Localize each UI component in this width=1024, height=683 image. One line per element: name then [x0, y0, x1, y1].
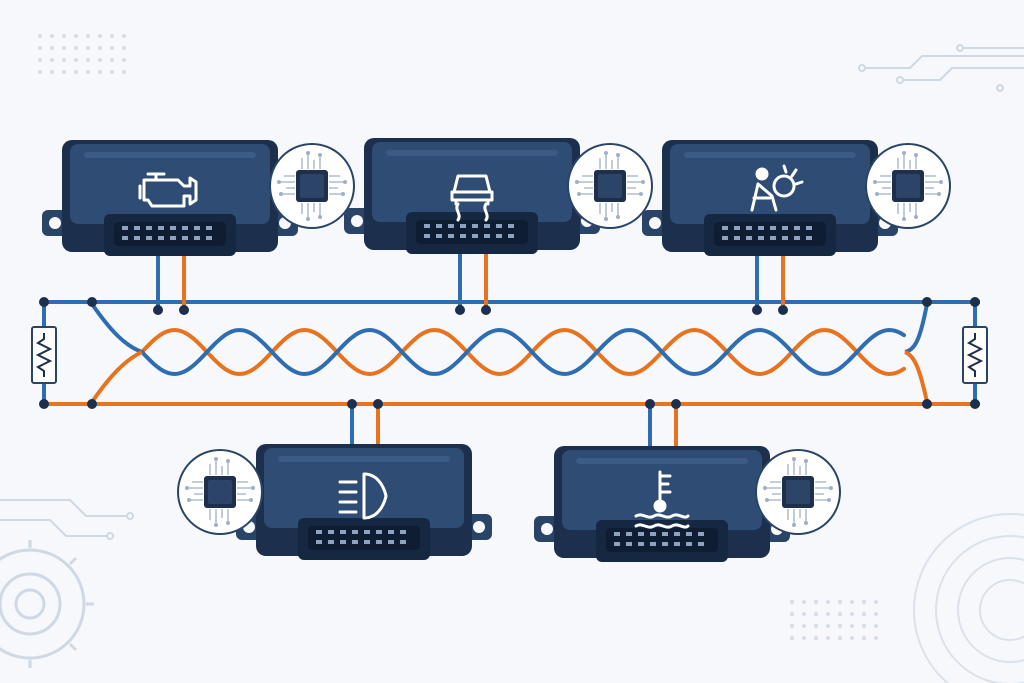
ecu-module-airbag: [642, 140, 898, 256]
chip-icon: [755, 449, 841, 535]
gear-icon: [0, 540, 94, 668]
decor-dot: [98, 34, 102, 38]
decor-dot: [50, 46, 54, 50]
decor-dot: [74, 58, 78, 62]
decor-dot: [86, 58, 90, 62]
decor-dot: [50, 34, 54, 38]
decor-dot: [110, 46, 114, 50]
resistor-icon: [962, 326, 988, 384]
decor-dot: [86, 34, 90, 38]
decor-dot: [814, 600, 818, 604]
decor-dot: [814, 612, 818, 616]
decor-dot: [838, 612, 842, 616]
circuit-traces-top-right: [858, 44, 1024, 92]
can-low-twist: [140, 327, 906, 377]
ecu-module-coolant: [534, 446, 790, 562]
resistor-icon: [31, 326, 57, 384]
can-bus: [39, 297, 980, 409]
can-high-twist: [140, 327, 906, 377]
decor-dot: [50, 70, 54, 74]
decor-dot: [874, 636, 878, 640]
chip-icon: [865, 143, 951, 229]
decor-dot: [790, 600, 794, 604]
decor-dot: [50, 58, 54, 62]
can-high-crossover-right: [904, 303, 929, 354]
dot-grid-bottom-right: [790, 600, 878, 640]
decor-dot: [850, 600, 854, 604]
decor-dot: [850, 636, 854, 640]
decor-dot: [850, 612, 854, 616]
decor-dot: [802, 600, 806, 604]
concentric-circles: [913, 513, 1024, 683]
decor-dot: [98, 70, 102, 74]
decor-dot: [110, 34, 114, 38]
decor-dot: [122, 46, 126, 50]
chip-icon: [567, 143, 653, 229]
decor-dot: [802, 624, 806, 628]
ecu-module-engine: [42, 140, 298, 256]
decor-dot: [838, 636, 842, 640]
circuit-traces-left: [0, 499, 134, 540]
decor-dot: [86, 46, 90, 50]
decor-dot: [62, 58, 66, 62]
decor-dot: [826, 624, 830, 628]
twisted-pair: [140, 327, 906, 377]
decor-dot: [74, 70, 78, 74]
traction-control-icon: [450, 174, 494, 222]
ecu-module-headlight: [236, 444, 492, 560]
decor-dot: [814, 624, 818, 628]
decor-dot: [38, 34, 42, 38]
ecu-module-stability: [344, 138, 600, 254]
decor-dot: [862, 636, 866, 640]
decor-dot: [98, 46, 102, 50]
airbag-icon: [750, 164, 804, 212]
engine-icon: [138, 172, 198, 208]
decor-dot: [862, 600, 866, 604]
can-low-crossover-left: [90, 350, 143, 404]
decor-dot: [862, 624, 866, 628]
decor-dot: [38, 70, 42, 74]
decor-dot: [38, 58, 42, 62]
decor-dot: [850, 624, 854, 628]
decor-dot: [790, 636, 794, 640]
decor-dot: [62, 46, 66, 50]
decor-dot: [122, 34, 126, 38]
decor-dot: [814, 636, 818, 640]
can-high-crossover-left: [90, 302, 143, 354]
decor-dot: [110, 70, 114, 74]
decor-dot: [826, 612, 830, 616]
decor-dot: [826, 600, 830, 604]
decor-dot: [862, 612, 866, 616]
coolant-temperature-icon: [634, 470, 690, 529]
chip-icon: [269, 143, 355, 229]
decor-dot: [74, 34, 78, 38]
decor-dot: [122, 70, 126, 74]
decor-dot: [874, 624, 878, 628]
can-low-crossover-right: [904, 350, 929, 403]
decor-dot: [802, 612, 806, 616]
headlight-icon: [338, 472, 388, 520]
decor-dot: [62, 70, 66, 74]
dot-grid-top-left: [38, 34, 126, 74]
decor-dot: [838, 624, 842, 628]
decor-dot: [38, 46, 42, 50]
decor-dot: [802, 636, 806, 640]
decor-dot: [790, 612, 794, 616]
bus-junction-dots: [39, 297, 980, 409]
decor-dot: [110, 58, 114, 62]
decor-dot: [86, 70, 90, 74]
background-decoration: [0, 34, 1024, 683]
decor-dot: [838, 600, 842, 604]
decor-dot: [62, 34, 66, 38]
chip-icon: [177, 449, 263, 535]
decor-dot: [826, 636, 830, 640]
decor-dot: [874, 612, 878, 616]
decor-dot: [98, 58, 102, 62]
decor-dot: [74, 46, 78, 50]
decor-dot: [122, 58, 126, 62]
decor-dot: [790, 624, 794, 628]
decor-dot: [874, 600, 878, 604]
